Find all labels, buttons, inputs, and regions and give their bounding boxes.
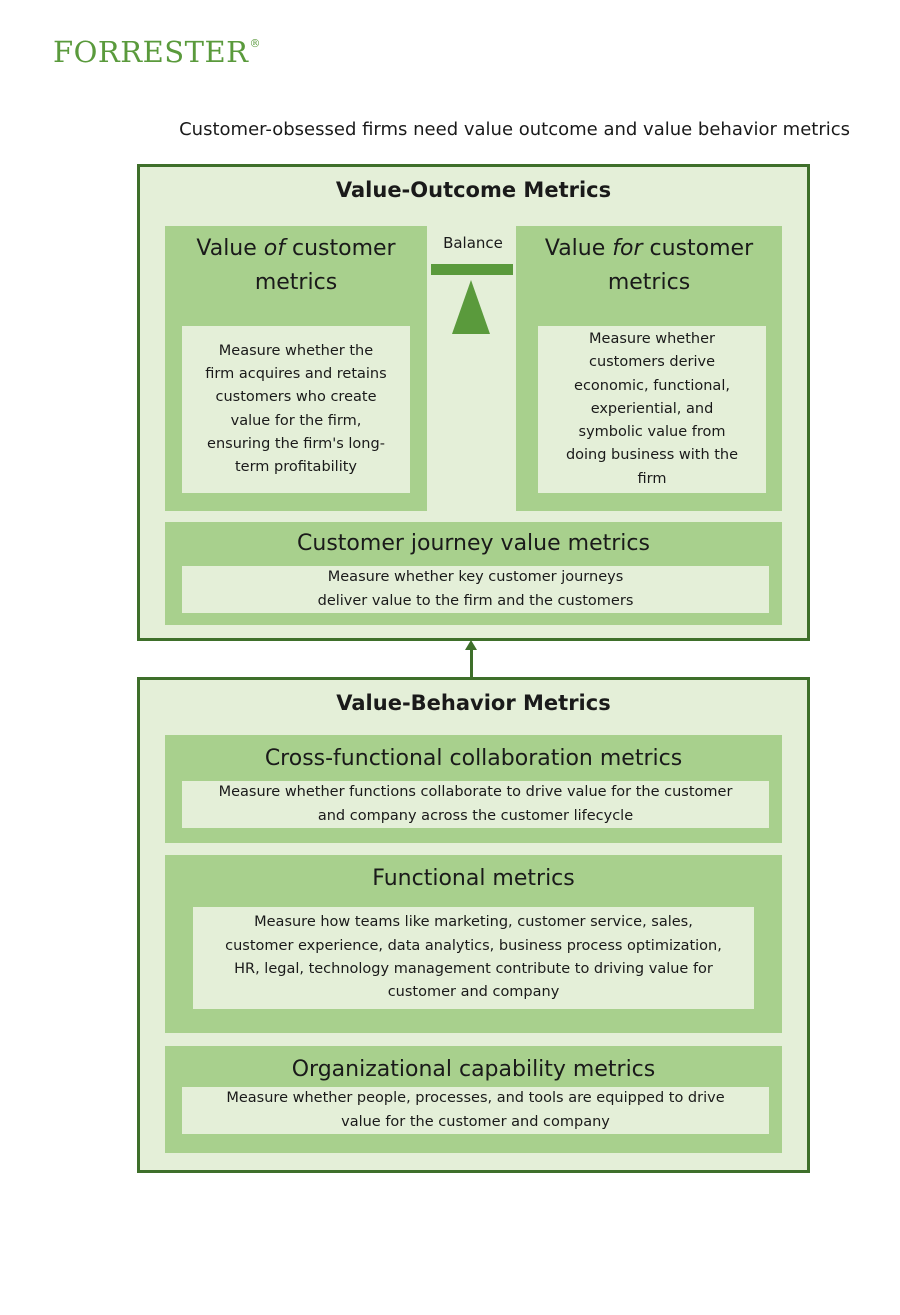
up-arrow-shaft — [470, 648, 473, 677]
value-of-customer-description: Measure whether the firm acquires and re… — [182, 326, 410, 493]
forrester-logo: FORRESTER® — [53, 35, 261, 69]
functional-title: Functional metrics — [372, 866, 575, 891]
registered-mark: ® — [249, 37, 261, 50]
organizational-capability-description: Measure whether people, processes, and t… — [182, 1087, 769, 1134]
cross-functional-title: Cross-functional collaboration metrics — [264, 746, 683, 771]
up-arrow-icon — [465, 640, 477, 650]
cross-functional-description: Measure whether functions collaborate to… — [182, 781, 769, 828]
balance-label: Balance — [443, 234, 503, 252]
cross-functional-panel: Cross-functional collaboration metrics M… — [165, 735, 782, 843]
balance-beam-icon — [431, 264, 513, 275]
functional-description: Measure how teams like marketing, custom… — [193, 907, 754, 1009]
organizational-capability-panel: Organizational capability metrics Measur… — [165, 1046, 782, 1153]
value-behavior-metrics-box: Value-Behavior Metrics Cross-functional … — [137, 677, 810, 1173]
page-title: Customer-obsessed firms need value outco… — [179, 119, 850, 140]
customer-journey-title: Customer journey value metrics — [297, 531, 650, 556]
value-for-customer-description: Measure whether customers derive economi… — [538, 326, 766, 493]
organizational-capability-title: Organizational capability metrics — [291, 1057, 656, 1082]
functional-panel: Functional metrics Measure how teams lik… — [165, 855, 782, 1033]
customer-journey-panel: Customer journey value metrics Measure w… — [165, 522, 782, 625]
value-outcome-heading: Value-Outcome Metrics — [335, 178, 612, 202]
value-behavior-heading: Value-Behavior Metrics — [336, 691, 611, 715]
customer-journey-description: Measure whether key customer journeys de… — [182, 566, 769, 613]
balance-fulcrum-icon — [452, 280, 490, 334]
